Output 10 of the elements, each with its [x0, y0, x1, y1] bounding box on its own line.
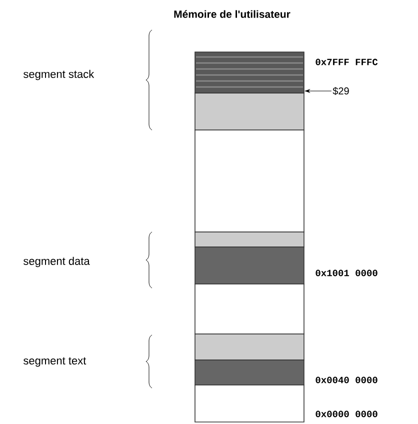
register-label: $29	[332, 86, 349, 96]
title: Mémoire de l'utilisateur	[174, 10, 290, 18]
segment-label: segment data	[24, 256, 90, 268]
address-label: 0x7FFF FFFC	[316, 58, 378, 66]
address-label: 0x0040 0000	[316, 376, 378, 384]
stack-block	[194, 52, 304, 94]
address-label: 0x1001 0000	[316, 270, 378, 276]
segment-label: segment text	[24, 357, 86, 367]
address-label: 0x0000 0000	[316, 410, 378, 418]
segment-label: segment stack	[24, 70, 94, 80]
